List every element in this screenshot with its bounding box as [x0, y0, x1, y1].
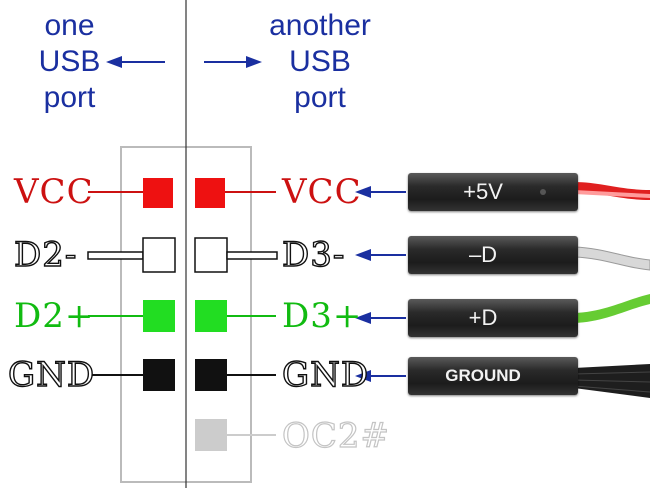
wire-black-strands	[573, 371, 650, 393]
pin-d2-minus-left	[142, 237, 176, 273]
pin-label-d3-minus: D3-	[281, 234, 346, 275]
pin-gnd-right	[195, 359, 227, 391]
wire-green	[574, 294, 650, 323]
caption-line: USB	[289, 45, 351, 78]
pin-label-d2-plus: D2+	[14, 296, 95, 336]
arrow-left-icon	[106, 56, 165, 68]
pin-label-vcc-left: VCC	[14, 172, 94, 212]
latch-dot-icon	[540, 189, 546, 195]
caption-line: another	[269, 9, 371, 42]
pin-label-d3-plus: D3+	[282, 296, 363, 336]
caption-line: port	[294, 81, 346, 114]
caption-another-usb-port: another USB port	[250, 8, 390, 116]
pin-vcc-right	[195, 178, 225, 208]
right-pin-d3-plus	[195, 300, 276, 332]
pin-label-vcc-right: VCC	[282, 172, 362, 212]
connector-plug-d-minus: –D	[408, 236, 578, 274]
pin-label-d2-minus: D2-	[13, 234, 78, 275]
arrow-right-icon	[204, 56, 262, 68]
right-pin-gnd	[195, 359, 276, 391]
connector-label-5v: +5V	[463, 179, 503, 204]
pin-label-gnd-left: GND	[7, 354, 96, 395]
right-pin-d3-minus	[194, 237, 278, 273]
right-pin-vcc	[195, 178, 276, 208]
pin-oc2-right	[195, 419, 227, 451]
caption-line: port	[43, 81, 96, 114]
pin-label-gnd-right: GND	[281, 354, 370, 395]
caption-line: one	[44, 9, 95, 42]
left-pin-gnd	[88, 359, 175, 391]
connector-plug-5v: +5V	[408, 173, 578, 211]
pin-gnd-left	[143, 359, 175, 391]
arrow-d3-minus-icon	[355, 249, 406, 261]
wire-red-highlight	[574, 190, 650, 198]
pin-label-oc2: OC2#	[281, 415, 391, 456]
arrow-gnd-icon	[355, 370, 406, 382]
connector-label-d-plus: +D	[468, 305, 498, 330]
right-pin-oc2	[195, 419, 276, 451]
pin-vcc-left	[143, 178, 173, 208]
connector-plug-d-plus: +D	[408, 299, 578, 337]
caption-one-usb-port: one USB port	[22, 8, 117, 116]
left-pin-vcc	[88, 178, 173, 208]
arrow-vcc-icon	[355, 186, 406, 198]
arrow-d3-plus-icon	[355, 312, 406, 324]
pin-d3-plus-right	[195, 300, 227, 332]
connector-plug-ground: GROUND	[408, 357, 578, 395]
left-pin-d2-plus	[88, 300, 175, 332]
left-pin-d2-minus	[87, 237, 176, 273]
wire-white	[573, 246, 650, 271]
connector-label-ground: GROUND	[445, 366, 521, 385]
pin-d2-plus-left	[143, 300, 175, 332]
pin-d3-minus-right	[194, 237, 228, 273]
connector-label-d-minus: –D	[468, 242, 498, 267]
caption-line: USB	[38, 45, 101, 78]
